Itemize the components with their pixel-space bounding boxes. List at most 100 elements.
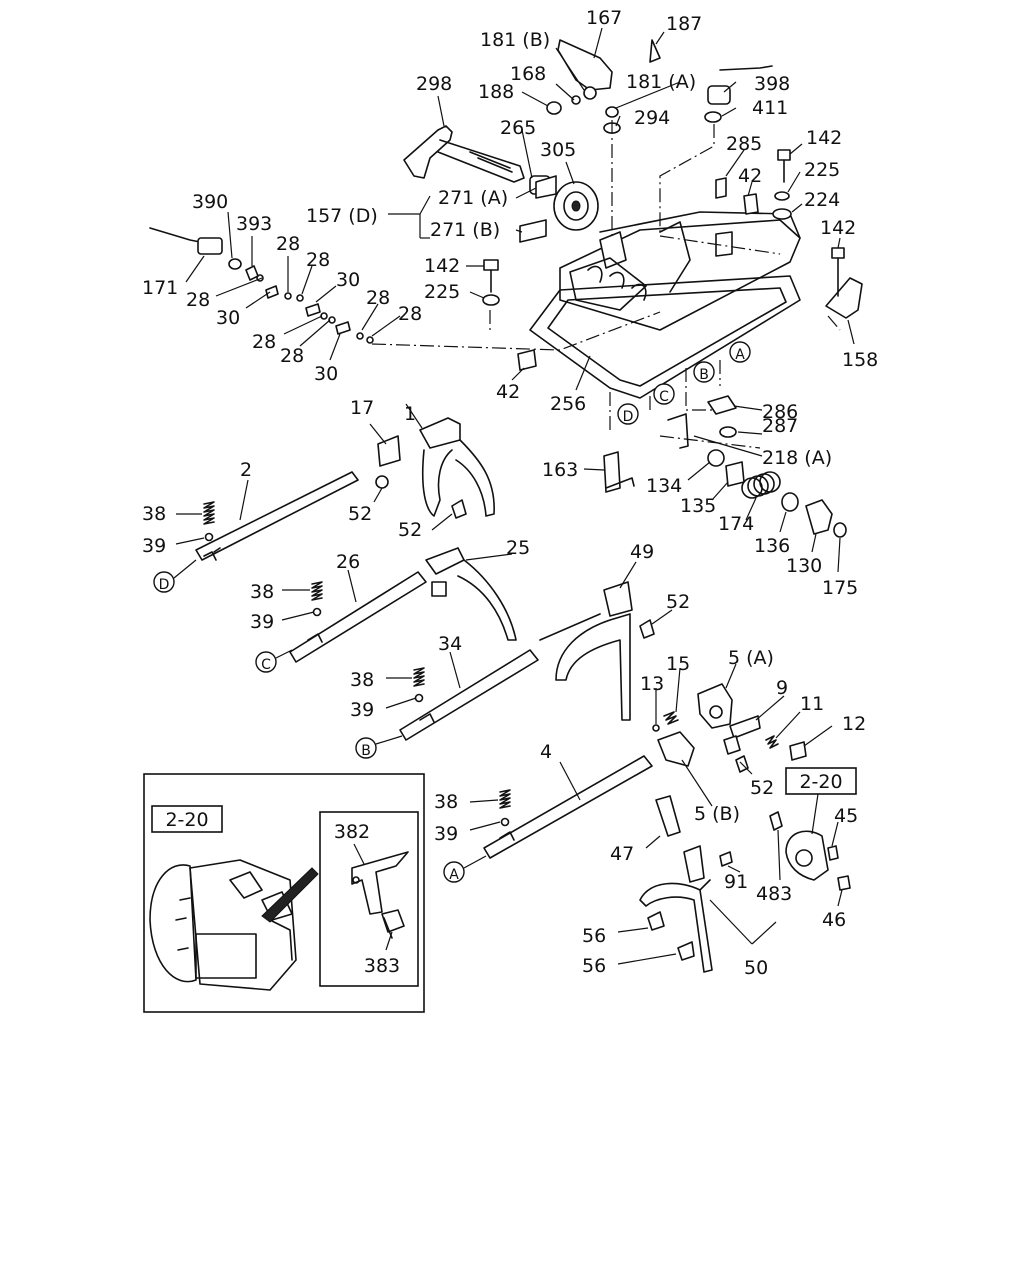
label-287: 287 bbox=[762, 415, 798, 437]
label-45: 45 bbox=[834, 805, 858, 827]
label-390: 390 bbox=[192, 191, 228, 213]
ref-circle-c-rod: C bbox=[255, 651, 277, 673]
label-393: 393 bbox=[236, 213, 272, 235]
svg-text:B: B bbox=[699, 367, 709, 383]
shift-fork-1 bbox=[377, 417, 495, 517]
shift-rod-2 bbox=[195, 471, 359, 561]
label-28d: 28 bbox=[366, 287, 390, 309]
label-305: 305 bbox=[540, 139, 576, 161]
inset-ref-box-label: 2-20 bbox=[165, 809, 208, 831]
label-285: 285 bbox=[726, 133, 762, 155]
label-52c: 52 bbox=[666, 591, 690, 613]
ref-circle-a-rod: A bbox=[443, 861, 465, 883]
label-17: 17 bbox=[350, 397, 374, 419]
ref-circle-d-rod: D bbox=[153, 571, 175, 593]
label-1: 1 bbox=[404, 403, 416, 425]
shift-fork-49 bbox=[539, 581, 633, 721]
shift-fork-50 bbox=[639, 845, 713, 973]
label-171: 171 bbox=[142, 277, 178, 299]
label-11: 11 bbox=[800, 693, 824, 715]
label-2: 2 bbox=[240, 459, 252, 481]
selector-5b bbox=[657, 731, 695, 767]
label-174: 174 bbox=[718, 513, 754, 535]
label-2-20: 2-20 bbox=[799, 771, 842, 793]
bolt-142-right bbox=[777, 149, 791, 183]
label-157d: 157 (D) bbox=[306, 205, 378, 227]
label-411: 411 bbox=[752, 97, 788, 119]
cover-plate bbox=[785, 830, 829, 881]
label-39a: 39 bbox=[142, 535, 166, 557]
label-52a: 52 bbox=[348, 503, 372, 525]
label-9: 9 bbox=[776, 677, 788, 699]
shaft-163 bbox=[603, 451, 635, 493]
label-52d: 52 bbox=[750, 777, 774, 799]
label-38b: 38 bbox=[250, 581, 274, 603]
ref-circle-c-cover: C bbox=[653, 383, 675, 405]
label-218a: 218 (A) bbox=[762, 447, 832, 469]
label-134: 134 bbox=[646, 475, 682, 497]
label-15: 15 bbox=[666, 653, 690, 675]
label-224: 224 bbox=[804, 189, 840, 211]
label-142b: 142 bbox=[820, 217, 856, 239]
gasket-256 bbox=[529, 275, 801, 399]
label-50: 50 bbox=[744, 957, 768, 979]
label-39d: 39 bbox=[434, 823, 458, 845]
spring-174 bbox=[741, 471, 781, 499]
label-181b: 181 (B) bbox=[480, 29, 550, 51]
label-28c: 28 bbox=[186, 289, 210, 311]
spring-38-d bbox=[499, 789, 511, 809]
shift-cover-housing bbox=[559, 211, 801, 331]
label-39c: 39 bbox=[350, 699, 374, 721]
label-168: 168 bbox=[510, 63, 546, 85]
label-13: 13 bbox=[640, 673, 664, 695]
label-30a: 30 bbox=[336, 269, 360, 291]
selector-5a bbox=[697, 683, 733, 729]
label-52b: 52 bbox=[398, 519, 422, 541]
label-142a: 142 bbox=[806, 127, 842, 149]
shift-rod-26 bbox=[289, 571, 427, 663]
label-42a: 42 bbox=[738, 165, 762, 187]
svg-text:C: C bbox=[261, 657, 271, 673]
transmission-sketch bbox=[149, 859, 319, 991]
sensor-171 bbox=[149, 227, 259, 281]
label-28b: 28 bbox=[306, 249, 330, 271]
label-46: 46 bbox=[822, 909, 846, 931]
label-271a: 271 (A) bbox=[438, 187, 508, 209]
label-30b: 30 bbox=[216, 307, 240, 329]
spring-38-c bbox=[413, 667, 425, 687]
shift-rod-34 bbox=[399, 649, 539, 741]
label-28a: 28 bbox=[276, 233, 300, 255]
bolt-142-bracket bbox=[825, 247, 863, 319]
label-187: 187 bbox=[666, 13, 702, 35]
label-34: 34 bbox=[438, 633, 462, 655]
bracket-167 bbox=[557, 39, 613, 91]
svg-text:D: D bbox=[159, 577, 170, 593]
leader-lines bbox=[175, 27, 855, 965]
label-225a: 225 bbox=[804, 159, 840, 181]
label-38d: 38 bbox=[434, 791, 458, 813]
label-28e: 28 bbox=[398, 303, 422, 325]
shift-fork-25 bbox=[425, 547, 517, 641]
label-142c: 142 bbox=[424, 255, 460, 277]
ref-circle-b-rod: B bbox=[355, 737, 377, 759]
inset-panel: 2-20 382 383 bbox=[143, 773, 425, 1013]
label-28g: 28 bbox=[280, 345, 304, 367]
svg-text:B: B bbox=[361, 743, 371, 759]
label-167: 167 bbox=[586, 7, 622, 29]
label-181a: 181 (A) bbox=[626, 71, 696, 93]
label-135: 135 bbox=[680, 495, 716, 517]
label-42b: 42 bbox=[496, 381, 520, 403]
switch-398 bbox=[704, 65, 773, 123]
label-398: 398 bbox=[754, 73, 790, 95]
inset-label-382: 382 bbox=[334, 821, 370, 843]
bolt-142-lower bbox=[483, 259, 499, 293]
label-158: 158 bbox=[842, 349, 878, 371]
label-294: 294 bbox=[634, 107, 670, 129]
ref-circle-a-cover: A bbox=[729, 341, 751, 363]
label-271b: 271 (B) bbox=[430, 219, 500, 241]
label-56a: 56 bbox=[582, 925, 606, 947]
label-225b: 225 bbox=[424, 281, 460, 303]
label-28f: 28 bbox=[252, 331, 276, 353]
label-12: 12 bbox=[842, 713, 866, 735]
shift-rod-4 bbox=[483, 755, 653, 859]
